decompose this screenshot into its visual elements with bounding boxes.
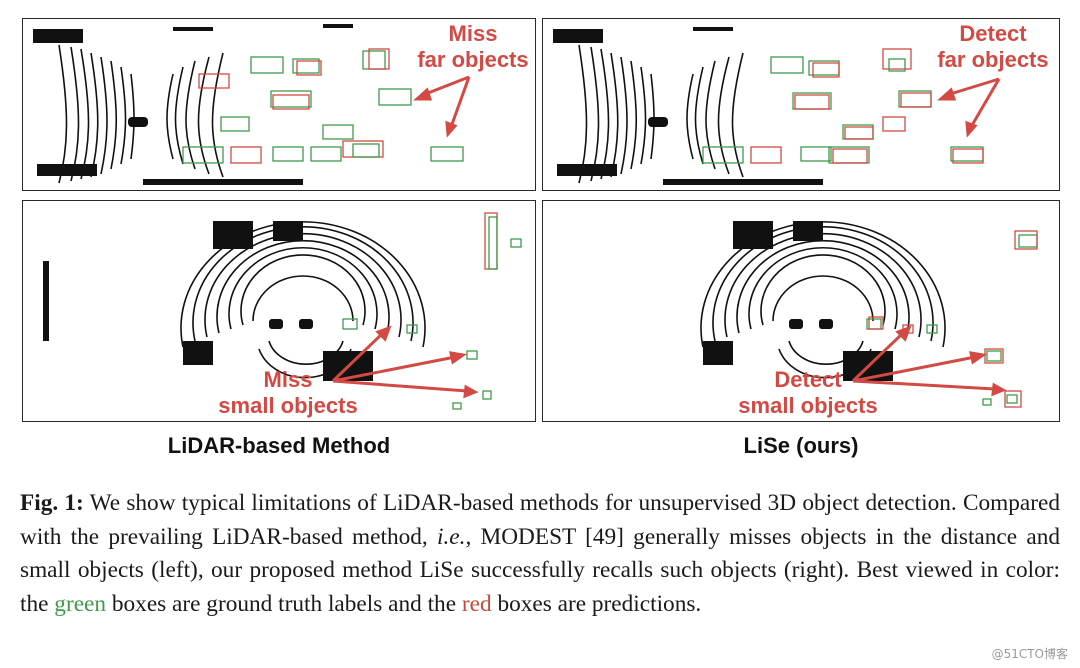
figure-caption: Fig. 1: We show typical limitations of L… [20,487,1060,621]
panel-top-left: Miss far objects [22,18,536,191]
caption-text-3: boxes are ground truth labels and the [106,590,462,617]
point-cloud-bottom-left [43,212,522,410]
annotation-line: small objects [218,393,358,418]
caption-ie: i.e. [436,523,466,550]
annotation-line: small objects [738,393,878,418]
watermark: @51CTO博客 [991,647,1068,661]
caption-green-word: green [54,590,107,617]
panel-top-right: Detect far objects [542,18,1060,191]
annotation-miss-small: Miss small objects [193,367,383,419]
annotation-line: Miss [263,367,313,392]
annotation-detect-small: Detect small objects [713,367,903,419]
point-cloud-top-right [553,27,1001,185]
column-label-lise: LiSe (ours) [743,433,859,458]
annotation-line: Detect [774,367,842,392]
caption-red-word: red [461,590,492,617]
annotation-line: far objects [937,47,1049,72]
panel-bottom-left: Miss small objects [22,200,536,422]
figure-number: Fig. 1: [20,490,84,516]
point-cloud-top-left [33,24,471,185]
caption-text-1: We show typical limitations of LiDAR-bas… [20,490,1060,550]
annotation-miss-far: Miss far objects [403,21,535,73]
caption-text-4: boxes are predictions. [491,590,702,617]
caption-text-2: , MODEST [49] generally misses objects i… [20,523,1060,617]
point-cloud-bottom-right [700,221,1038,408]
panel-bottom-right: Detect small objects [542,200,1060,422]
annotation-line: Miss [448,21,498,46]
annotation-line: Detect [959,21,1027,46]
annotation-line: far objects [417,47,529,72]
column-label-lidar: LiDAR-based Method [167,433,391,458]
annotation-detect-far: Detect far objects [923,21,1059,73]
